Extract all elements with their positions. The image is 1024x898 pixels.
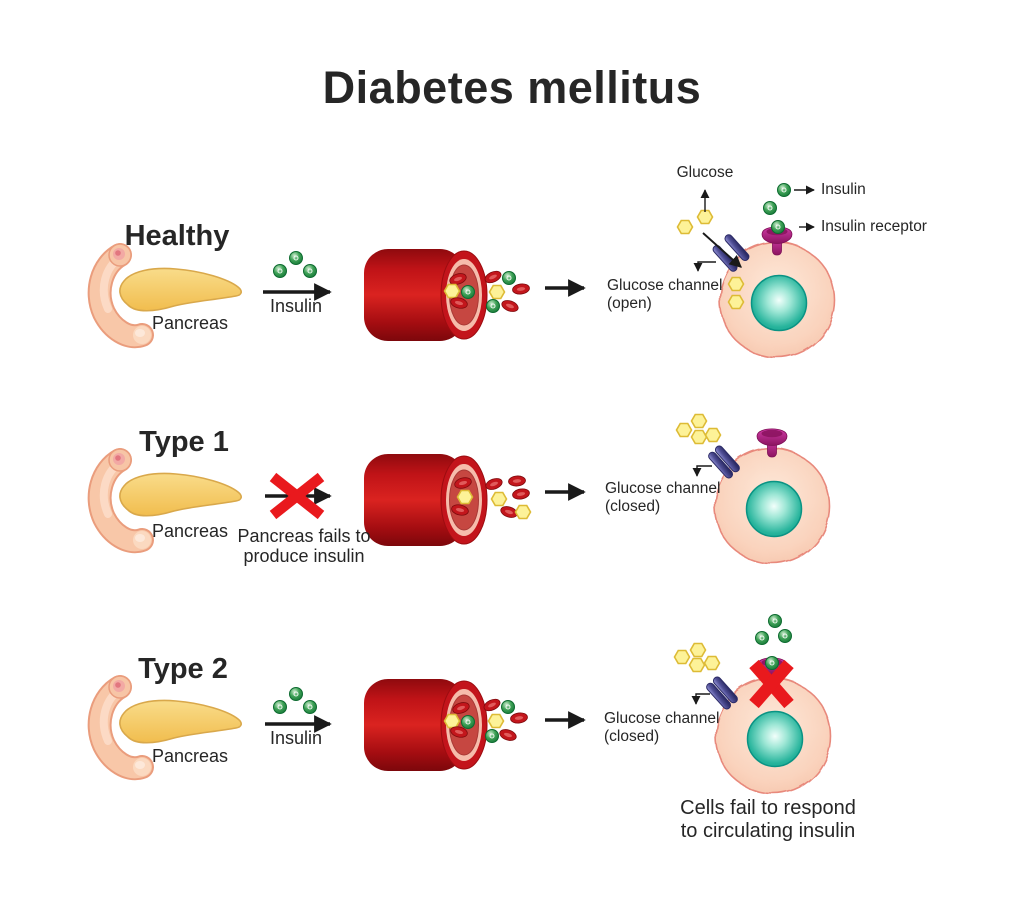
channel-callout-arrow [693, 261, 716, 272]
healthy-row-graphics [100, 182, 835, 358]
blood-vessel [363, 453, 488, 547]
failure-note-line1: Pancreas fails to [237, 526, 371, 546]
blood-vessel [363, 248, 488, 342]
channel-label-line1: Glucose channel [605, 480, 721, 497]
failure-note-line1: Cells fail to respond [680, 797, 856, 819]
insulin-on-receptor [770, 219, 786, 235]
type2-row-label: Type 2 [138, 653, 228, 685]
insulin-arrow-label: Insulin [269, 728, 323, 748]
channel-callout-arrow [692, 465, 712, 477]
glucose-molecules [673, 642, 721, 673]
failure-note-line2: produce insulin [243, 545, 365, 566]
channel-label-line2: (closed) [605, 497, 661, 515]
insulin-molecule [762, 200, 778, 216]
pancreas-label: Pancreas [151, 521, 229, 541]
glucose-channel-closed-label: Glucose channel (closed) [605, 480, 720, 515]
glucose-channel-closed-label: Glucose channel (closed) [604, 710, 719, 745]
type1-failure-note: Pancreas fails to produce insulin [233, 526, 375, 566]
insulin-receptor-callout-label: Insulin receptor [821, 218, 927, 235]
circulating-particles [483, 474, 532, 520]
insulin-molecule [460, 284, 476, 300]
insulin-molecule [460, 714, 476, 730]
glucose-channel-open-label: Glucose channel (open) [607, 277, 722, 312]
circulating-particles [481, 696, 529, 744]
channel-label-line2: (open) [607, 294, 652, 312]
insulin-arrow-label: Insulin [269, 296, 323, 316]
blood-vessel [363, 678, 488, 772]
type2-failure-note: Cells fail to respond to circulating ins… [652, 797, 884, 842]
glucose-entry-arrow [702, 232, 742, 268]
glucose-molecule [456, 489, 474, 505]
pancreas-label: Pancreas [151, 313, 229, 333]
channel-label-line2: (closed) [604, 727, 660, 745]
channel-callout-arrow [691, 693, 710, 705]
type1-row-graphics [100, 413, 830, 564]
healthy-row-label: Healthy [124, 220, 230, 252]
channel-label-line1: Glucose channel [607, 277, 723, 294]
glucose-callout-label: Glucose [676, 164, 734, 181]
glucose-molecule [443, 283, 461, 299]
insulin-molecules [272, 686, 318, 715]
pancreas-label: Pancreas [151, 746, 229, 766]
no-insulin-cross-icon [269, 472, 325, 520]
glucose-molecule [443, 713, 461, 729]
insulin-molecules [754, 613, 793, 646]
circulating-particles [482, 268, 531, 315]
glucose-molecules [675, 413, 722, 445]
insulin-callout-label: Insulin [821, 181, 866, 198]
insulin-molecule [776, 182, 792, 198]
page-title: Diabetes mellitus [322, 62, 702, 113]
type2-row-graphics [100, 613, 831, 794]
insulin-molecules [272, 250, 318, 279]
type1-row-label: Type 1 [139, 426, 229, 458]
insulin-on-receptor [764, 655, 780, 671]
failure-note-line2: to circulating insulin [680, 819, 856, 842]
no-response-cross-icon [749, 659, 794, 709]
channel-label-line1: Glucose channel [604, 710, 720, 727]
